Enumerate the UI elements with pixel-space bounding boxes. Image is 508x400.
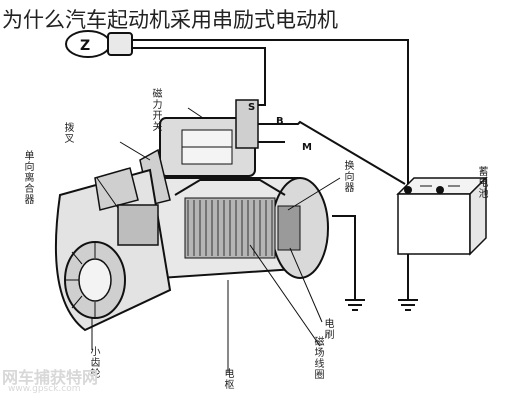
motor-body xyxy=(54,99,329,332)
label-magnetic-switch: 磁力开关 xyxy=(150,88,161,132)
terminal-b-label: B xyxy=(276,116,284,127)
terminal-s-label: S xyxy=(248,102,256,113)
svg-text:Z: Z xyxy=(80,38,90,54)
label-brush: 电刷 xyxy=(322,318,333,340)
label-pinion: 小齿轮 xyxy=(88,346,99,379)
watermark-site: 网车捕获特网 xyxy=(2,368,99,387)
terminal-m-label: M xyxy=(302,142,312,153)
wire-switch-to-battery xyxy=(130,39,409,186)
page-title: 为什么汽车起动机采用串励式电动机 xyxy=(2,8,338,32)
ground-symbol-icon-2 xyxy=(398,299,418,311)
leader-lines xyxy=(91,107,341,372)
label-armature: 电枢 xyxy=(222,368,233,390)
wire-motor-ground xyxy=(332,215,356,300)
battery-icon xyxy=(396,176,488,256)
label-battery: 蓄电池 xyxy=(476,166,487,199)
label-field-winding: 磁场线圈 xyxy=(312,336,323,380)
label-single-clutch: 单向离合器 xyxy=(22,150,33,205)
label-shift-fork: 拨叉 xyxy=(62,122,73,144)
watermark-url: www.gpsck.com xyxy=(8,384,81,394)
wire-b-to-battery xyxy=(258,120,406,185)
ground-symbol-icon xyxy=(345,299,365,311)
ignition-switch-icon: Z xyxy=(65,30,133,58)
label-commutator: 换向器 xyxy=(342,160,353,193)
